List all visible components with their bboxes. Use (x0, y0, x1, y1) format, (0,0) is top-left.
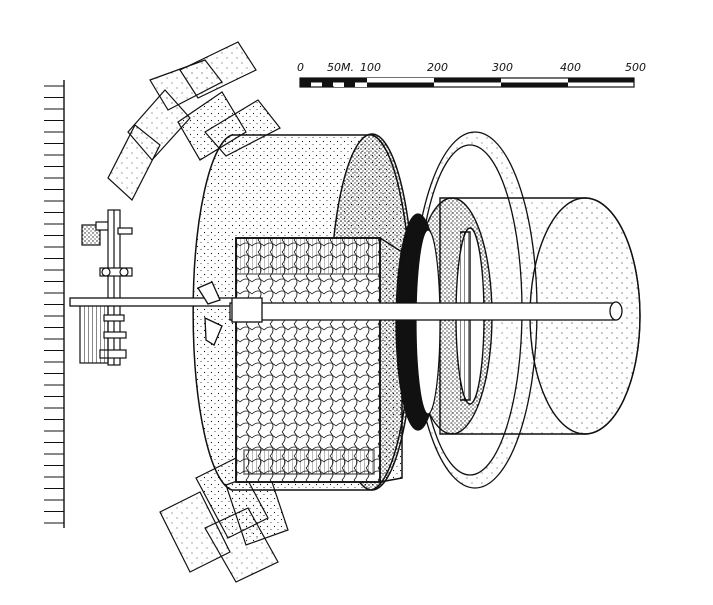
vertical-ruler (44, 80, 65, 528)
scale-checker-segments (300, 78, 366, 87)
scale-label-50m: 50M. (327, 61, 354, 74)
scale-checker-square (322, 82, 333, 87)
scale-checker-square (311, 78, 322, 83)
ruler-ticks (44, 85, 64, 524)
scale-label-500: 500 (625, 61, 646, 74)
scale-label-200: 200 (427, 61, 448, 74)
scale-checker-square (300, 82, 311, 87)
scale-checker-square (344, 82, 355, 87)
scale-label-100: 100 (360, 61, 381, 74)
scale-label-400: 400 (560, 61, 581, 74)
shaft-mount (79, 209, 133, 366)
scale-label-0: 0 (297, 61, 304, 74)
scale-label-300: 300 (492, 61, 513, 74)
plates-upper (107, 41, 281, 201)
scale-bar: 0 50M. 100 200 300 400 500 (297, 61, 646, 88)
scale-checker-square (333, 78, 344, 83)
central-shaft (69, 281, 623, 346)
main-cylinder (192, 133, 415, 491)
scale-checker-square (355, 78, 366, 83)
